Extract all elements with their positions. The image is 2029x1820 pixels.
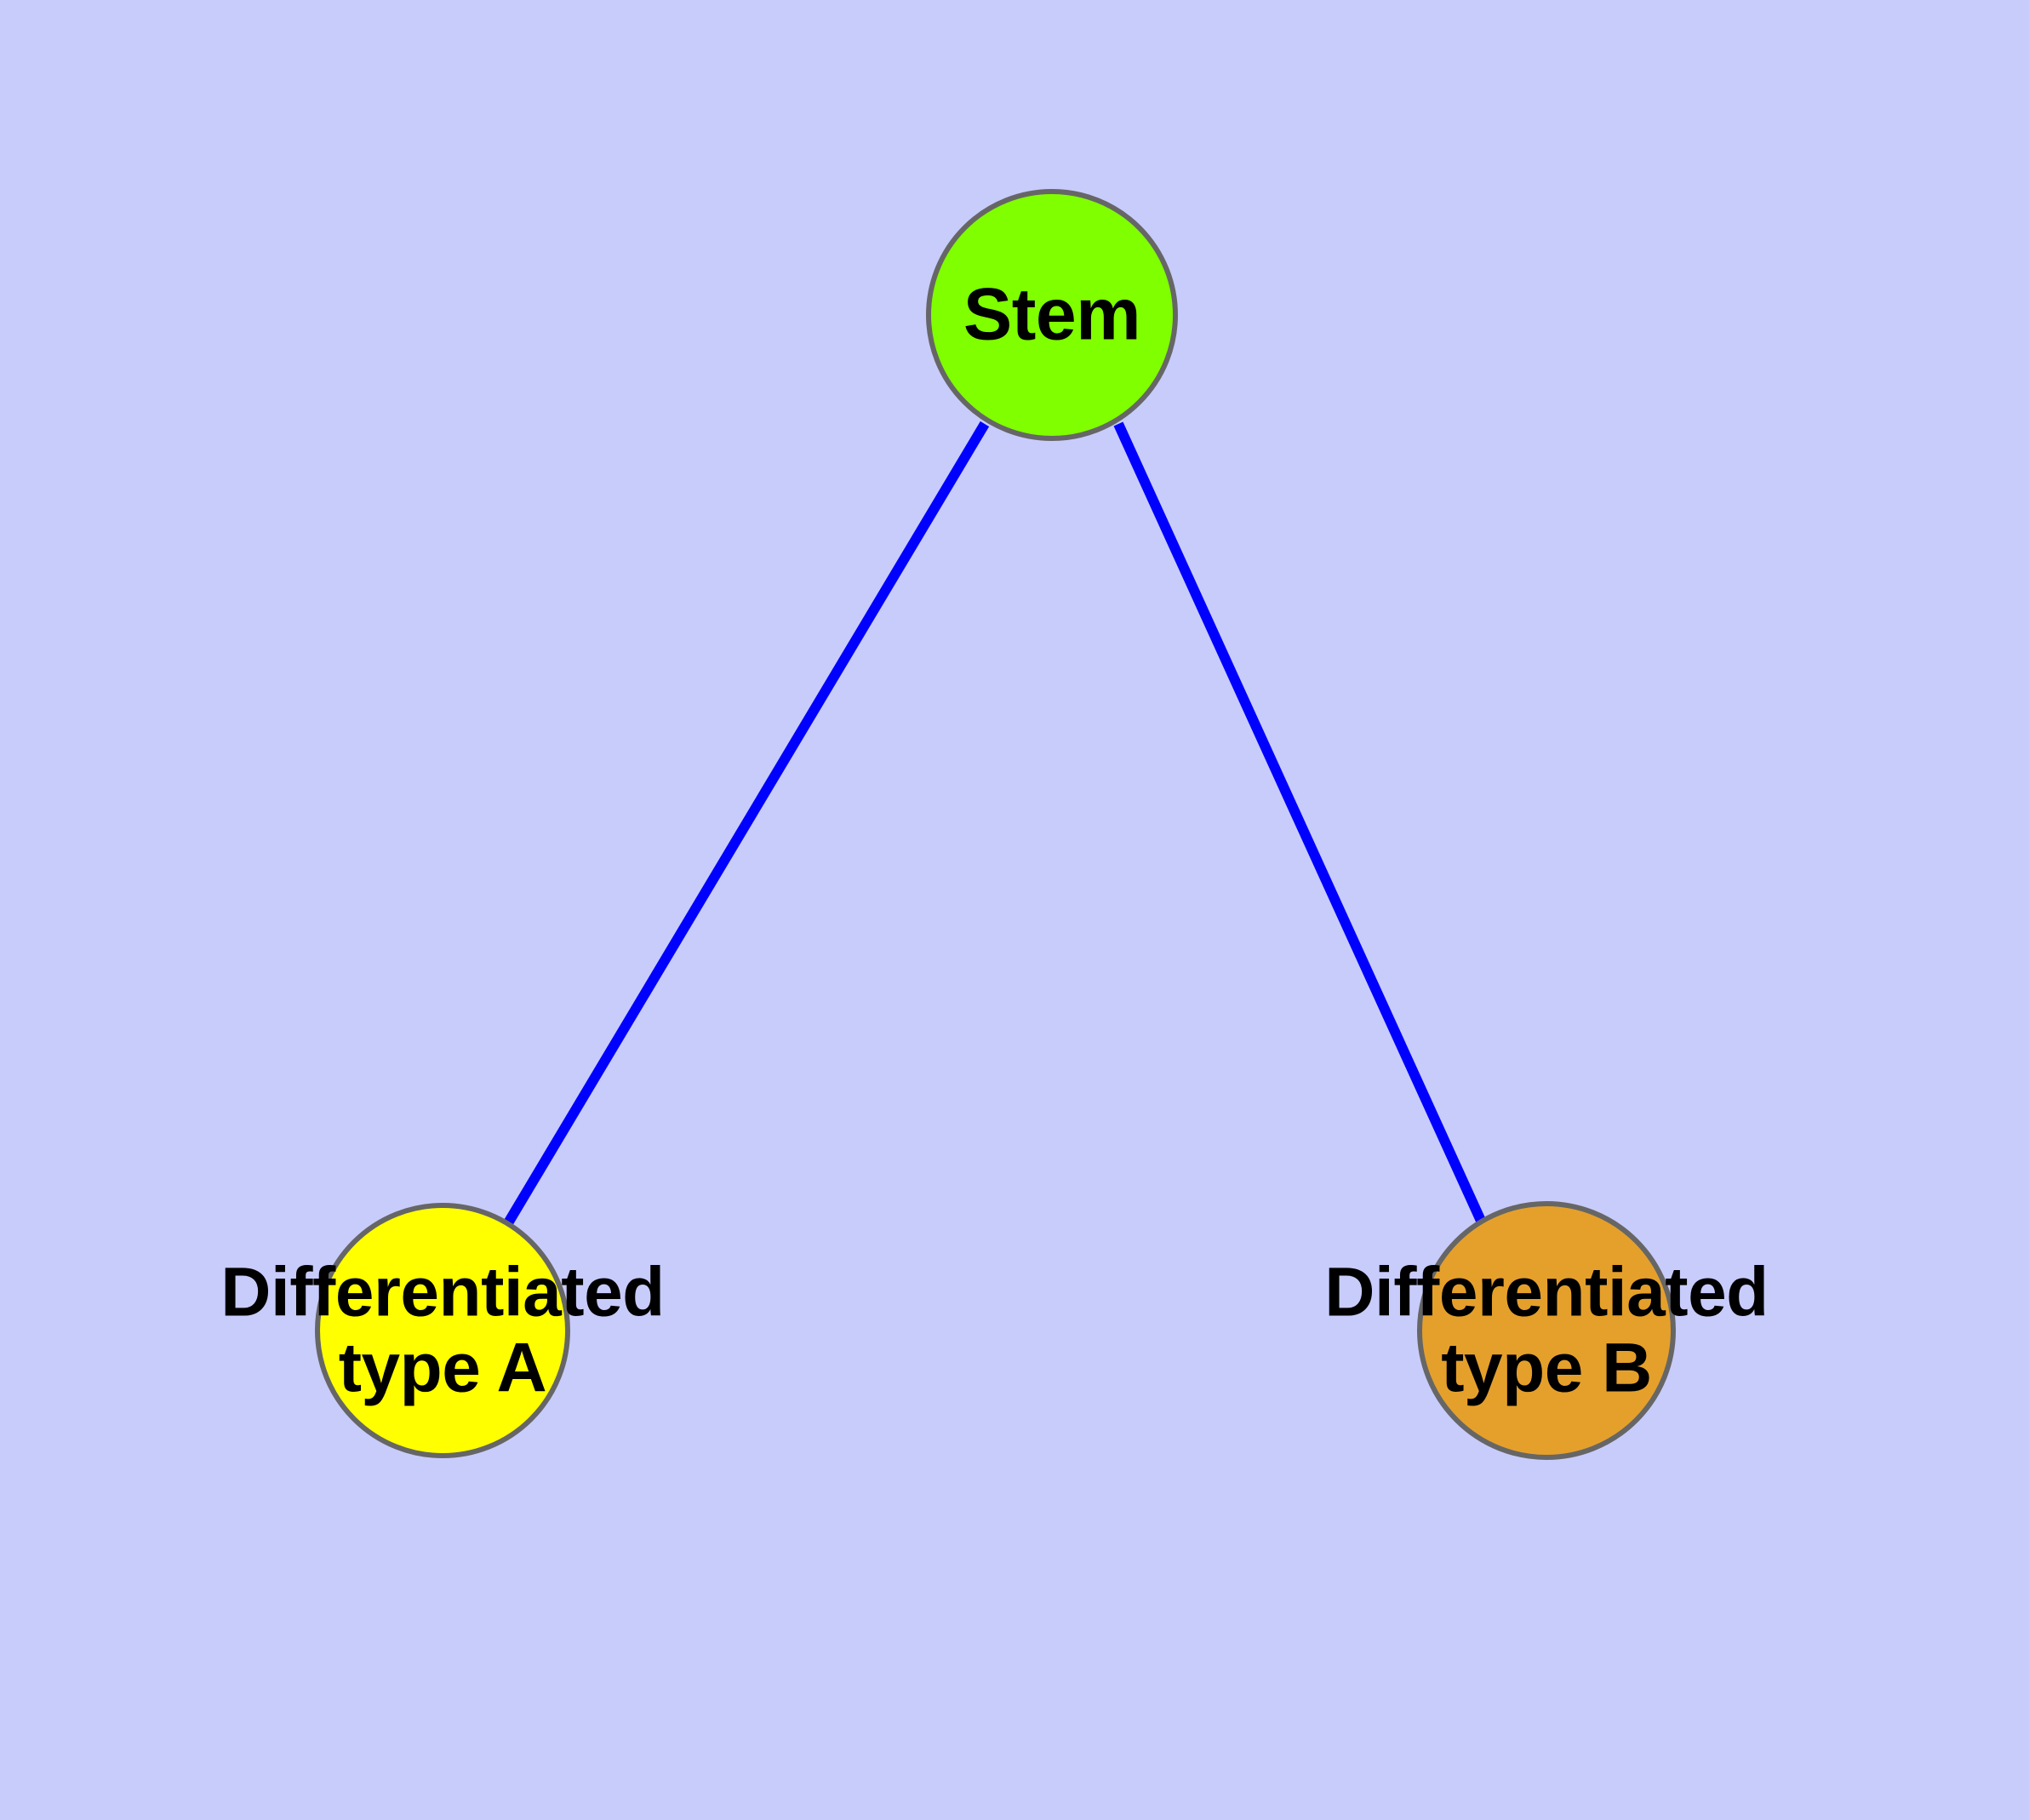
node-differentiated-type-a[interactable]: Differentiated type A: [220, 1203, 665, 1458]
node-stem[interactable]: Stem: [926, 189, 1178, 441]
edge-stem-to-differentiated-type-a: [504, 421, 990, 1225]
node-differentiated-type-b-label: Differentiated type B: [1324, 1253, 1769, 1406]
node-differentiated-type-b[interactable]: Differentiated type B: [1324, 1201, 1769, 1460]
node-stem-label: Stem: [963, 273, 1141, 356]
edge-stem-to-differentiated-type-b: [1113, 421, 1486, 1223]
node-differentiated-type-a-label: Differentiated type A: [220, 1253, 665, 1406]
